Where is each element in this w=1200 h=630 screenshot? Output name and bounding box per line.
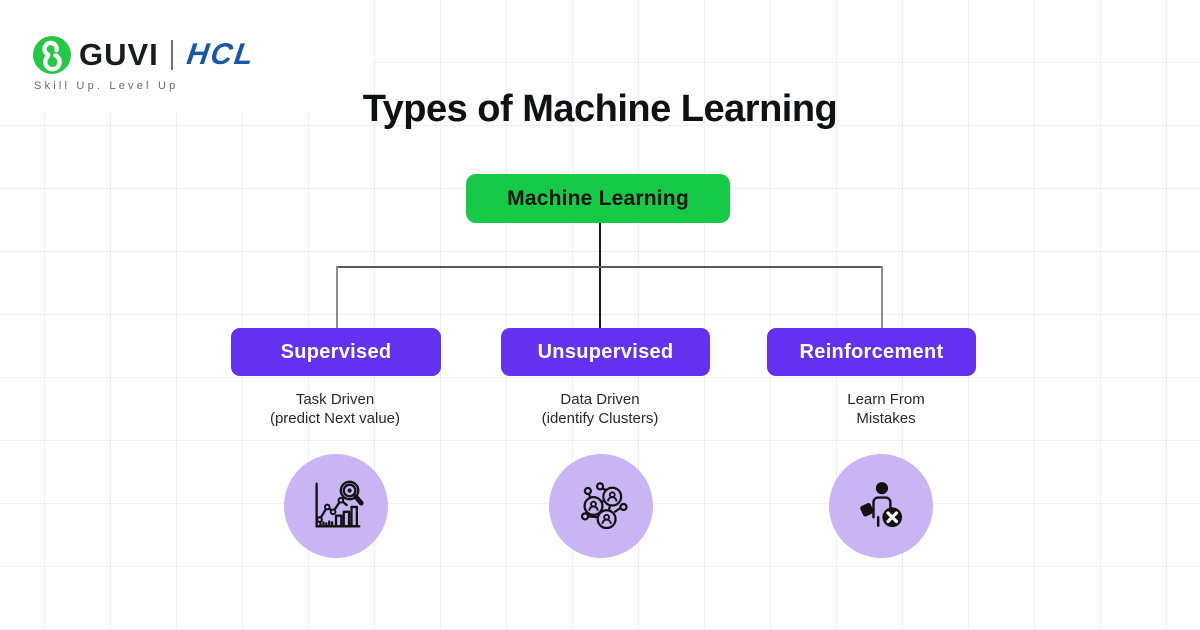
guvi-brand-text: GUVI — [79, 37, 159, 72]
logo-divider — [170, 40, 173, 70]
description-line: (predict Next value) — [269, 410, 401, 427]
description-line: (identify Clusters) — [541, 410, 659, 427]
connector-center-vertical — [599, 223, 601, 328]
branch-description-unsupervised: Data Driven (identify Clusters) — [480, 390, 720, 428]
brand-tagline: Skill Up. Level Up — [34, 80, 179, 92]
unsupervised-icon-circle — [549, 454, 653, 558]
branch-node-reinforcement: Reinforcement — [767, 328, 976, 376]
branch-node-supervised: Supervised — [231, 328, 441, 376]
brand-logo: GUVI HCL — [33, 34, 257, 76]
cluster-network-icon — [580, 482, 628, 530]
branch-node-unsupervised: Unsupervised — [501, 328, 710, 376]
chart-magnifier-icon — [315, 480, 364, 528]
description-line: Task Driven — [295, 391, 375, 408]
branch-description-reinforcement: Learn From Mistakes — [766, 390, 1006, 428]
person-mistake-icon — [860, 482, 903, 528]
connector-left-vertical — [336, 266, 338, 328]
description-line: Mistakes — [856, 410, 916, 427]
description-line: Learn From — [847, 391, 925, 408]
hcl-brand-text: HCL — [184, 38, 257, 71]
branch-description-supervised: Task Driven (predict Next value) — [215, 390, 455, 428]
supervised-icon-circle — [284, 454, 388, 558]
guvi-logo-icon — [33, 36, 71, 74]
connector-horizontal — [336, 266, 883, 268]
root-node-machine-learning: Machine Learning — [466, 174, 730, 223]
connector-right-vertical — [881, 266, 883, 328]
description-line: Data Driven — [560, 391, 640, 408]
reinforcement-icon-circle — [829, 454, 933, 558]
page-title: Types of Machine Learning — [362, 88, 838, 130]
